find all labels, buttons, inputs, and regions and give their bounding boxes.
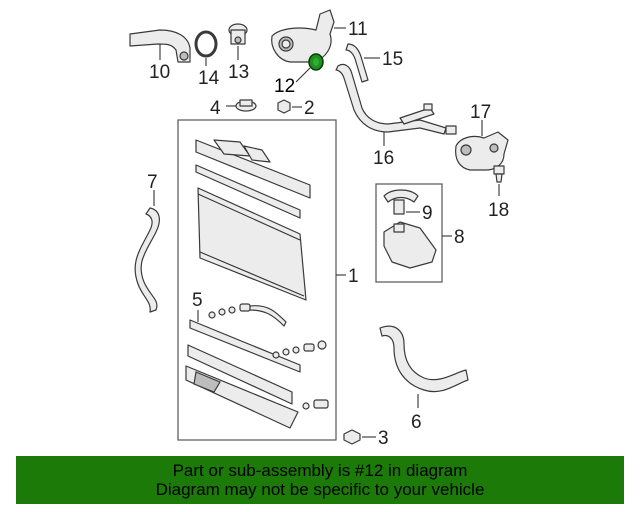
radiator-lower-seal[interactable] [189,319,301,373]
part-6-lower-hose[interactable] [379,325,469,393]
radiator-core[interactable] [197,187,307,301]
part-18-temperature-sensor[interactable] [493,165,505,183]
callout-5: 5 [192,290,203,311]
callout-16: 16 [373,148,394,169]
callout-3: 3 [378,428,389,449]
part-12-o-ring[interactable] [308,53,324,71]
radiator-lower-tank[interactable] [187,344,293,405]
callout-17: 17 [470,102,491,123]
radiator-bottom-cover[interactable] [185,365,299,429]
part-15-bypass-hose[interactable] [345,43,369,83]
info-banner: Part or sub-assembly is #12 in diagram D… [16,456,624,504]
part-2-drain-plug[interactable] [277,99,291,114]
callout-18: 18 [488,200,509,221]
callout-14: 14 [198,68,220,89]
callout-8: 8 [454,227,465,248]
part-10-water-inlet[interactable] [129,29,191,63]
part-17-water-outlet[interactable] [455,131,509,171]
reservoir-tank[interactable] [383,221,437,269]
part-13-thermostat[interactable] [228,23,248,45]
part-7-upper-hose[interactable] [134,207,160,313]
part-14-gasket[interactable] [194,30,218,58]
callout-10: 10 [149,62,170,83]
drain-cock[interactable] [302,399,329,410]
callout-2: 2 [304,98,315,119]
callout-7: 7 [147,172,158,193]
part-4-radiator-cap[interactable] [235,99,257,112]
banner-line-2: Diagram may not be specific to your vehi… [155,480,485,499]
callout-13: 13 [228,62,249,83]
radiator-upper-seal[interactable] [195,164,301,219]
parts-diagram: 1 2 4 3 5 7 6 9 8 [129,9,509,449]
callout-15: 15 [382,49,403,70]
callout-1: 1 [348,266,359,287]
callout-11: 11 [348,19,368,40]
part-3-plug[interactable] [343,429,361,445]
part-16-water-pipe[interactable] [335,63,457,135]
banner-line-1: Part or sub-assembly is #12 in diagram [172,461,468,480]
callout-4: 4 [210,98,221,119]
part-11-thermostat-housing[interactable] [271,9,335,63]
radiator-fittings[interactable] [208,303,327,359]
callout-6: 6 [411,412,422,433]
callout-9: 9 [422,203,433,224]
part-9-reservoir-cap[interactable] [383,189,419,215]
radiator-upper-tank[interactable] [195,139,311,199]
callout-12: 12 [274,76,295,97]
